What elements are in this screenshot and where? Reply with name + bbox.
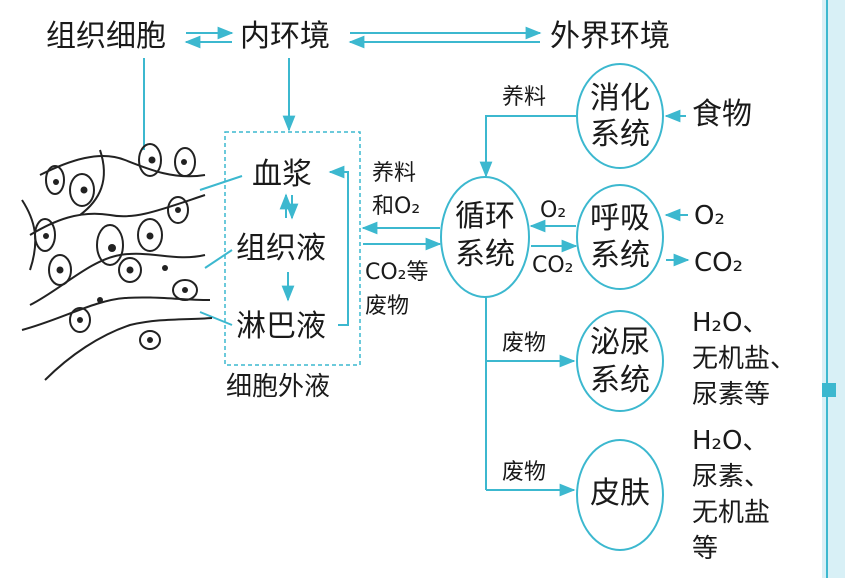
respiratory-system-label-1: 呼吸: [590, 201, 650, 236]
food-label: 食物: [692, 97, 752, 132]
tissue-curve-6: [79, 149, 105, 216]
digestive-system-label-1: 消化: [590, 81, 650, 116]
tissue-fluid-pointer-line: [204, 249, 233, 269]
ecf-dashed-box: [224, 131, 361, 366]
urinary-output-1: H₂O、: [692, 308, 769, 338]
top-arrows: [184, 26, 542, 49]
skin-output-1: H₂O、: [692, 426, 769, 456]
tissue-fluid-label: 组织液: [236, 231, 326, 266]
digestive-ellipse: [576, 63, 664, 169]
page-edge-line: [826, 0, 828, 578]
tissue-cell: [139, 330, 161, 350]
internal-environment-label: 内环境: [240, 19, 330, 54]
tissue-cell: [96, 224, 124, 266]
tissue-curve-7: [21, 199, 37, 271]
page-edge-marker: [822, 383, 836, 397]
tissue-illustration: [21, 143, 213, 381]
nutrients-in-label-1: 养料: [372, 161, 417, 186]
arrow-digestive-to-circ: [479, 115, 577, 178]
waste-out-label-2: 废物: [365, 294, 410, 319]
co2-from-circulation-label: CO₂: [532, 253, 574, 278]
digestive-system-label-2: 系统: [590, 117, 650, 152]
tissue-curve-3: [29, 252, 206, 306]
tissue-curve-5: [44, 317, 213, 381]
tissue-curve-4: [21, 296, 211, 331]
skin-output-3: 无机盐: [692, 498, 771, 528]
plasma-label: 血浆: [252, 157, 312, 192]
tissue-cell: [174, 147, 196, 177]
skin-output-2: 尿素、: [692, 462, 771, 492]
nutrients-in-label-2: 和O₂: [372, 194, 421, 219]
circulatory-system-label-1: 循环: [455, 199, 515, 234]
tissue-cell: [137, 218, 163, 252]
arrow-lymph-to-plasma: [328, 165, 349, 326]
lymph-label: 淋巴液: [236, 309, 326, 344]
tissue-cell: [48, 254, 72, 286]
urinary-ellipse: [576, 310, 664, 412]
circulatory-system-label-2: 系统: [455, 237, 515, 272]
co2-output-label: CO₂: [694, 248, 744, 278]
tissue-curve-1: [39, 154, 206, 178]
skin-waste-label: 废物: [502, 460, 547, 485]
urinary-system-label-2: 系统: [590, 363, 650, 398]
tissue-nuclei: [43, 156, 188, 343]
respiratory-ellipse: [576, 184, 664, 290]
plasma-pointer-line: [199, 175, 243, 191]
skin-ellipse: [576, 439, 664, 551]
tissue-cell: [34, 218, 56, 252]
urinary-waste-label: 废物: [502, 331, 547, 356]
tissue-cell: [69, 307, 91, 333]
o2-to-circulation-label: O₂: [540, 198, 567, 223]
tissue-cell: [45, 165, 65, 195]
tissue-cell: [138, 143, 162, 177]
skin-label: 皮肤: [590, 476, 650, 511]
skin-output-4: 等: [692, 534, 719, 564]
tissue-cell: [118, 257, 142, 283]
respiratory-system-label-2: 系统: [590, 238, 650, 273]
o2-intake-label: O₂: [694, 201, 725, 231]
urinary-output-3: 尿素等: [692, 380, 771, 410]
tissue-cells-label: 组织细胞: [46, 19, 166, 54]
external-environment-label: 外界环境: [550, 19, 670, 54]
waste-out-label-1: CO₂等: [365, 260, 429, 285]
tissue-cell: [167, 196, 189, 224]
nutrients-flow-label: 养料: [502, 85, 547, 110]
urinary-output-2: 无机盐、: [692, 344, 797, 374]
urinary-system-label-1: 泌尿: [590, 325, 650, 360]
tissue-cell: [69, 173, 95, 207]
lymph-pointer-line: [199, 311, 233, 326]
tissue-cell: [172, 279, 198, 301]
ecf-caption: 细胞外液: [226, 372, 331, 402]
